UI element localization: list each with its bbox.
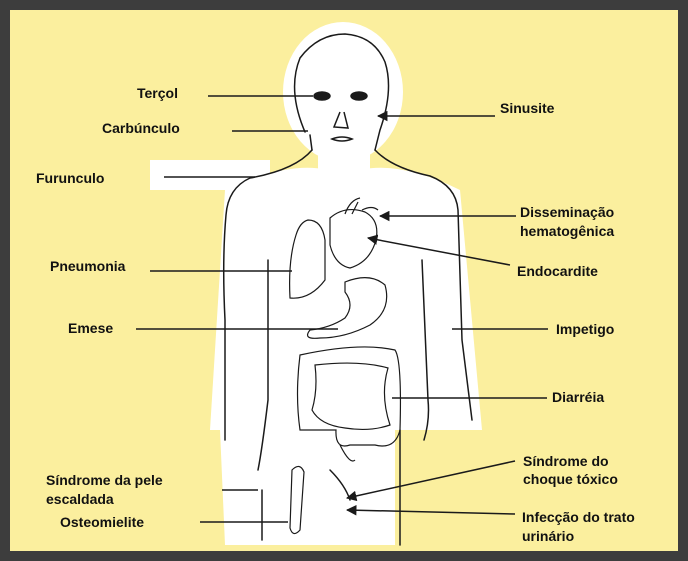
label-pneumonia: Pneumonia (50, 258, 126, 274)
label-sindrome-pele-2: escaldada (46, 491, 114, 507)
label-infeccao-1: Infecção do trato (522, 509, 635, 525)
label-diarreia: Diarréia (552, 389, 604, 405)
label-sindrome-choque-2: choque tóxico (523, 471, 618, 487)
label-sinusite: Sinusite (500, 100, 555, 116)
label-carbunculo: Carbúnculo (102, 120, 180, 136)
label-osteomielite: Osteomielite (60, 514, 144, 530)
label-sindrome-choque-1: Síndrome do (523, 453, 609, 469)
label-disseminacao-2: hematogênica (520, 223, 614, 239)
label-furunculo: Furunculo (36, 170, 104, 186)
label-disseminacao-1: Disseminação (520, 204, 614, 220)
label-impetigo: Impetigo (556, 321, 614, 337)
label-emese: Emese (68, 320, 113, 336)
label-tercol: Terçol (137, 85, 178, 101)
label-sindrome-pele-1: Síndrome da pele (46, 472, 163, 488)
label-endocardite: Endocardite (517, 263, 598, 279)
label-infeccao-2: urinário (522, 528, 574, 544)
